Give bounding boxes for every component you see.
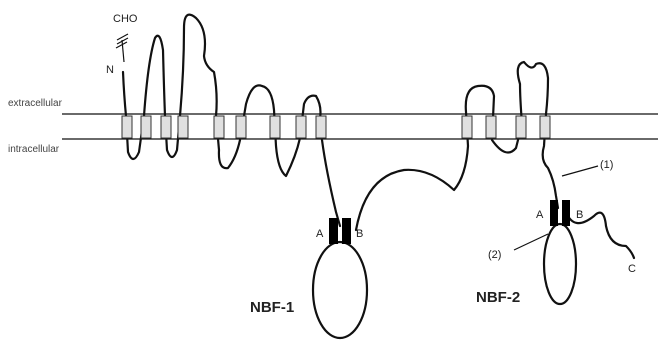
tm-segment-3 xyxy=(161,116,171,138)
nbf1-motif-b xyxy=(342,218,351,244)
tm-segment-5 xyxy=(214,116,224,138)
nbf2-label: NBF-2 xyxy=(476,289,520,306)
tm-segment-7 xyxy=(270,116,280,138)
nbf2-motif-b xyxy=(562,200,570,226)
transmembrane-segments xyxy=(122,116,550,138)
tm-segment-12 xyxy=(516,116,526,138)
nbf1-label: NBF-1 xyxy=(250,299,294,316)
tm-segment-9 xyxy=(316,116,326,138)
nbf2-motif-a-label: A xyxy=(536,209,544,221)
nbf1-motif-a-label: A xyxy=(316,228,324,240)
n-terminus-label: N xyxy=(106,64,114,76)
membrane-spanning-domain-2-chain xyxy=(356,62,558,230)
tm-segment-13 xyxy=(540,116,550,138)
c-terminus-label: C xyxy=(628,263,636,275)
callout-1-leader xyxy=(562,166,598,176)
nbf2-motif-a xyxy=(550,200,558,226)
nbf2-motif-b-label: B xyxy=(576,209,583,221)
nbf2-loop xyxy=(544,224,576,304)
callout-2-label: (2) xyxy=(488,249,501,261)
tm-segment-4 xyxy=(178,116,188,138)
intracellular-label: intracellular xyxy=(8,144,60,155)
tm-segment-6 xyxy=(236,116,246,138)
callout-1-label: (1) xyxy=(600,159,613,171)
tm-segment-2 xyxy=(141,116,151,138)
glycosylation-label: CHO xyxy=(113,13,138,25)
tm-segment-1 xyxy=(122,116,132,138)
nbf1-motif-a xyxy=(329,218,338,244)
tm-segment-11 xyxy=(486,116,496,138)
extracellular-label: extracellular xyxy=(8,98,63,109)
tm-segment-10 xyxy=(462,116,472,138)
nbf1-motif-b-label: B xyxy=(356,228,363,240)
tm-segment-8 xyxy=(296,116,306,138)
nbf1-loop xyxy=(313,242,367,338)
membrane-spanning-domain-1-chain xyxy=(123,15,340,226)
glycosylation-branch xyxy=(116,34,128,62)
callout-2-leader xyxy=(514,234,548,250)
